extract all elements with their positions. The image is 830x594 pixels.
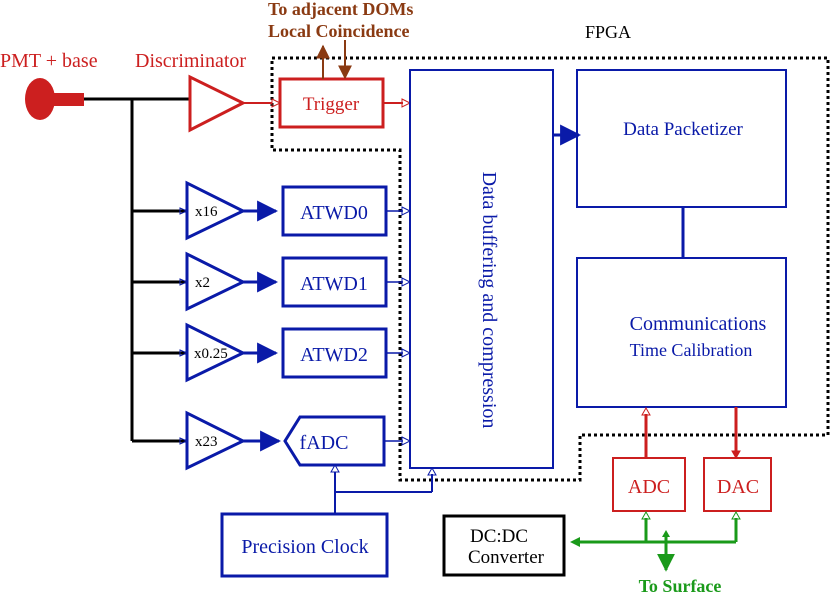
precision-clock-label: Precision Clock bbox=[241, 536, 368, 558]
communications-box bbox=[576, 257, 787, 408]
fpga-label: FPGA bbox=[585, 22, 631, 42]
amp-x025: x0.25 bbox=[179, 322, 247, 383]
dcdc-label-line1: DC:DC bbox=[470, 526, 528, 547]
gain-x23-label: x23 bbox=[195, 434, 218, 450]
time-calibration-label: Time Calibration bbox=[630, 340, 753, 360]
atwd0-label: ATWD0 bbox=[300, 202, 368, 224]
fpga-boundary bbox=[270, 56, 830, 482]
discriminator-label: Discriminator bbox=[135, 50, 246, 72]
dac-label: DAC bbox=[717, 476, 759, 498]
dcdc-label-line2: Converter bbox=[468, 547, 545, 568]
trigger-label: Trigger bbox=[303, 94, 360, 115]
local-coincidence-arrows bbox=[316, 40, 352, 80]
pmt-icon bbox=[25, 78, 84, 120]
dcdc-converter-box bbox=[442, 514, 566, 577]
data-packetizer-label: Data Packetizer bbox=[623, 119, 743, 140]
discriminator-amp bbox=[188, 74, 247, 133]
pmt-base-label: PMT + base bbox=[0, 50, 98, 72]
communications-label: Communications bbox=[630, 313, 767, 335]
amp-x16: x16 bbox=[179, 180, 247, 241]
dac-box bbox=[703, 457, 772, 512]
amp-x23: x23 bbox=[179, 410, 247, 471]
surface-link bbox=[580, 518, 738, 572]
amp-x2: x2 bbox=[179, 251, 247, 312]
fadc-box bbox=[283, 415, 386, 467]
atwd2-label: ATWD2 bbox=[300, 344, 368, 366]
data-buffering-label: Data buffering and compression bbox=[478, 172, 500, 429]
local-coincidence-label: Local Coincidence bbox=[268, 21, 410, 41]
gain-x2-label: x2 bbox=[195, 275, 210, 291]
to-adjacent-label: To adjacent DOMs bbox=[268, 0, 413, 19]
atwd1-label: ATWD1 bbox=[300, 273, 368, 295]
precision-clock-box bbox=[220, 512, 389, 578]
to-surface-label: To Surface bbox=[639, 576, 722, 594]
gain-x16-label: x16 bbox=[195, 204, 218, 220]
data-buffering-box bbox=[409, 69, 554, 469]
fadc-label: fADC bbox=[300, 432, 349, 454]
adc-label: ADC bbox=[628, 476, 670, 498]
adc-box bbox=[612, 457, 686, 512]
signal-bus bbox=[84, 97, 190, 443]
gain-x025-label: x0.25 bbox=[194, 346, 228, 362]
